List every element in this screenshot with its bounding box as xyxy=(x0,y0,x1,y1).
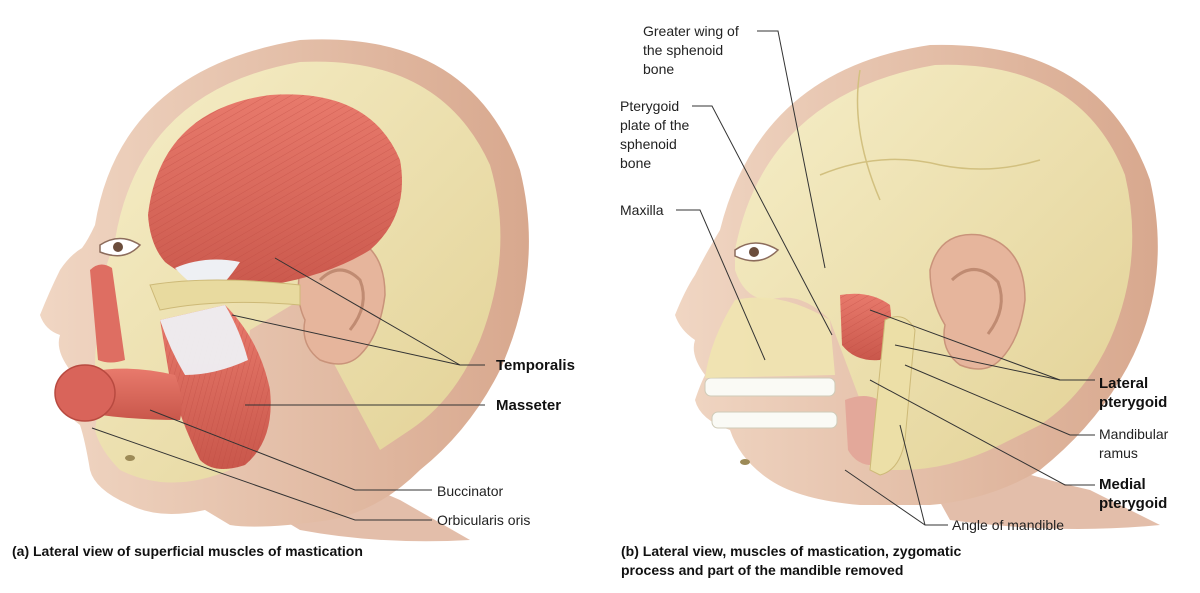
leader-temporalis-2 xyxy=(231,314,461,366)
leader-mandibular-ramus xyxy=(904,364,1095,436)
leader-greater-wing xyxy=(757,30,826,269)
zygomatic-arch-a xyxy=(149,279,301,311)
label-lateral-pterygoid-line2: pterygoid xyxy=(1099,394,1168,411)
label-buccinator: Buccinator xyxy=(437,483,504,499)
label-masseter: Masseter xyxy=(496,397,562,414)
label-orbicularis-oris: Orbicularis oris xyxy=(437,512,531,528)
label-greater-wing-line1: Greater wing of xyxy=(643,23,739,39)
label-pterygoid-plate-line3: sphenoid xyxy=(620,136,677,152)
facial-muscle-strip-a xyxy=(90,264,125,363)
caption-b-line2: process and part of the mandible removed xyxy=(621,562,904,578)
ear-b xyxy=(929,233,1026,370)
label-medial-pterygoid-line1: Medial xyxy=(1099,476,1146,493)
leader-lateral-pterygoid-2 xyxy=(894,344,1061,381)
label-mandibular-ramus-line2: ramus xyxy=(1099,445,1138,461)
label-pterygoid-plate-line2: plate of the xyxy=(620,117,690,133)
label-pterygoid-plate-line1: Pterygoid xyxy=(620,98,680,114)
caption-b-line1: (b) Lateral view, muscles of mastication… xyxy=(621,543,962,559)
leader-pterygoid-plate xyxy=(692,105,833,336)
caption-a: (a) Lateral view of superficial muscles … xyxy=(12,543,363,559)
label-greater-wing-line3: bone xyxy=(643,61,675,77)
label-pterygoid-plate-line4: bone xyxy=(620,155,652,171)
label-lateral-pterygoid-line1: Lateral xyxy=(1099,375,1149,392)
label-angle-of-mandible: Angle of mandible xyxy=(952,517,1065,533)
leader-maxilla xyxy=(676,209,766,361)
label-maxilla: Maxilla xyxy=(620,202,664,218)
label-temporalis: Temporalis xyxy=(496,357,575,374)
head-a xyxy=(40,39,529,542)
orbicularis-oris-muscle-a xyxy=(54,364,116,422)
head-b xyxy=(675,44,1160,529)
label-mandibular-ramus-line1: Mandibular xyxy=(1099,426,1169,442)
leader-temporalis-1 xyxy=(274,257,461,366)
leaders-b xyxy=(676,30,1095,526)
leader-angle-2 xyxy=(899,424,926,526)
label-medial-pterygoid-line2: pterygoid xyxy=(1099,495,1168,512)
mandibular-ramus-b xyxy=(869,316,916,476)
teeth-b xyxy=(704,377,838,429)
leader-medial-pterygoid xyxy=(869,379,1095,486)
leader-buccinator xyxy=(149,409,432,491)
leader-orbicularis xyxy=(91,427,432,521)
maxilla-b xyxy=(705,297,835,378)
leaders-a xyxy=(91,257,485,521)
label-greater-wing-line2: the sphenoid xyxy=(643,42,724,58)
